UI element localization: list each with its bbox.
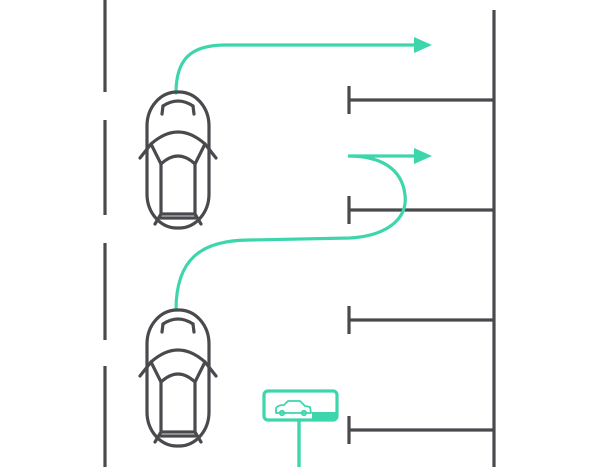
parking-sign-icon [262, 389, 339, 467]
stall-divider [347, 86, 494, 114]
forward-path [174, 43, 420, 95]
car-top-view-icon [138, 308, 218, 448]
arrow-right-icon [414, 148, 432, 164]
parking-stalls [347, 10, 496, 467]
stall-divider [347, 416, 494, 444]
car-side-icon [275, 400, 312, 417]
stall-divider [347, 306, 494, 334]
u-turn-path [174, 154, 420, 312]
car-top-view-icon [138, 90, 218, 230]
arrow-right-icon [414, 37, 432, 53]
stall-divider [347, 196, 494, 224]
